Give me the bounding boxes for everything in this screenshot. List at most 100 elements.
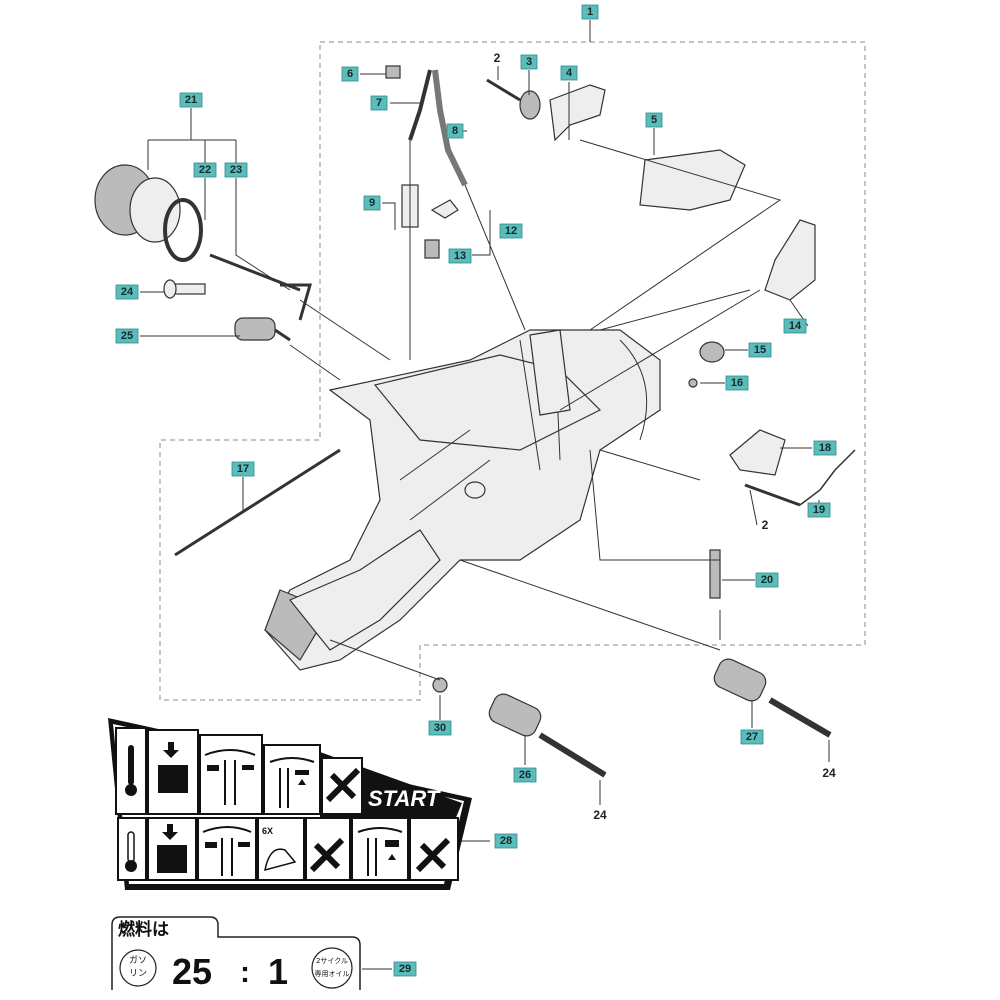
callout-24-right[interactable]: 24 (822, 766, 836, 780)
pin-2-lower (744, 483, 801, 507)
callout-15[interactable]: 15 (748, 342, 772, 358)
spark-plug-20 (709, 549, 721, 599)
primer-count: 6X (262, 826, 273, 836)
callout-30[interactable]: 30 (428, 720, 452, 736)
callout-25[interactable]: 25 (115, 328, 139, 344)
callout-22[interactable]: 22 (193, 162, 217, 178)
callout-2-top[interactable]: 2 (494, 51, 501, 65)
callout-14[interactable]: 14 (783, 318, 807, 334)
callout-18[interactable]: 18 (813, 440, 837, 456)
hose-8 (432, 69, 468, 187)
callout-2-bottom[interactable]: 2 (762, 518, 769, 532)
cover-5 (639, 149, 746, 211)
throttle-release-icon (357, 827, 403, 876)
callout-23[interactable]: 23 (224, 162, 248, 178)
callout-1[interactable]: 1 (581, 4, 599, 20)
callout-4[interactable]: 4 (560, 65, 578, 81)
svg-text:25: 25 (121, 330, 133, 342)
svg-text:5: 5 (651, 114, 657, 126)
svg-text:18: 18 (819, 442, 831, 454)
crankcase-housing (264, 329, 661, 671)
thermometer-icon (125, 831, 137, 872)
starter-pawl-assembly (94, 164, 312, 321)
start-text: START (368, 786, 441, 811)
screw-16 (688, 378, 698, 388)
svg-text:20: 20 (761, 574, 773, 586)
svg-text:24: 24 (593, 808, 607, 822)
svg-text:24: 24 (121, 286, 134, 298)
callout-7[interactable]: 7 (370, 95, 388, 111)
oil-text: 専用オイル (315, 969, 350, 978)
starter-pull-icon (415, 837, 451, 873)
svg-text:7: 7 (376, 97, 382, 109)
callout-28[interactable]: 28 (494, 833, 518, 849)
av-spring-26 (488, 693, 607, 778)
washer-30 (432, 677, 448, 693)
svg-text:28: 28 (500, 835, 512, 847)
svg-text:27: 27 (746, 731, 758, 743)
callout-16[interactable]: 16 (725, 375, 749, 391)
starting-instructions-decal: START 6X (108, 718, 472, 890)
hose-7 (408, 69, 432, 141)
svg-text:19: 19 (813, 504, 825, 516)
svg-text:3: 3 (526, 56, 532, 68)
svg-text:23: 23 (230, 164, 242, 176)
svg-text:2: 2 (762, 518, 769, 532)
starter-pull-icon (325, 767, 361, 803)
leader-lines (140, 66, 830, 970)
callout-21[interactable]: 21 (179, 92, 203, 108)
svg-text:29: 29 (399, 963, 411, 975)
callout-27[interactable]: 27 (740, 729, 764, 745)
svg-text:16: 16 (731, 377, 743, 389)
svg-text:30: 30 (434, 722, 446, 734)
callout-5[interactable]: 5 (645, 112, 663, 128)
primer-bulb-icon: 6X (262, 826, 297, 872)
av-spring-27 (713, 658, 832, 738)
plug-15 (699, 341, 725, 363)
thermometer-icon (125, 745, 137, 796)
wire-19 (799, 449, 856, 506)
callout-3[interactable]: 3 (520, 54, 538, 70)
callout-26[interactable]: 26 (513, 767, 537, 783)
throttle-icon (204, 749, 256, 805)
elbow-12 (430, 199, 459, 219)
gasoline-text: ガソ (129, 955, 147, 966)
callout-6[interactable]: 6 (341, 66, 359, 82)
svg-text:9: 9 (369, 197, 375, 209)
spring-25 (234, 317, 291, 342)
throttle-release-icon (269, 757, 315, 808)
ratio-separator: : (240, 956, 250, 989)
clip-6 (385, 65, 401, 79)
cable-17 (174, 448, 341, 557)
bolt-24 (163, 279, 206, 299)
svg-text:24: 24 (822, 766, 836, 780)
svg-text:14: 14 (789, 320, 802, 332)
decal-row-1 (115, 727, 363, 815)
ratio-left: 25 (172, 951, 212, 992)
washer-3 (519, 90, 541, 120)
svg-text:12: 12 (505, 225, 517, 237)
callout-17[interactable]: 17 (231, 461, 255, 477)
svg-text:8: 8 (452, 125, 458, 137)
svg-text:22: 22 (199, 164, 211, 176)
callout-24-mid[interactable]: 24 (593, 808, 607, 822)
svg-text:17: 17 (237, 463, 249, 475)
callout-8[interactable]: 8 (446, 123, 464, 139)
callout-12[interactable]: 12 (499, 223, 523, 239)
bracket-14 (764, 219, 816, 301)
svg-text:4: 4 (566, 67, 573, 79)
lever-4 (549, 84, 606, 142)
callout-24-top[interactable]: 24 (115, 284, 139, 300)
callout-13[interactable]: 13 (448, 248, 472, 264)
svg-text:1: 1 (587, 6, 593, 18)
callout-9[interactable]: 9 (363, 195, 381, 211)
fuel-heading: 燃料は (118, 919, 169, 940)
svg-text:6: 6 (347, 68, 353, 80)
stop-switch-18 (729, 429, 786, 476)
svg-text:13: 13 (454, 250, 466, 262)
callout-20[interactable]: 20 (755, 572, 779, 588)
fuel-mix-label: 燃料は ガソ リン 25 : 1 2サイクル 専用オイル (111, 916, 361, 992)
callout-19[interactable]: 19 (807, 502, 831, 518)
callout-29[interactable]: 29 (393, 961, 417, 977)
